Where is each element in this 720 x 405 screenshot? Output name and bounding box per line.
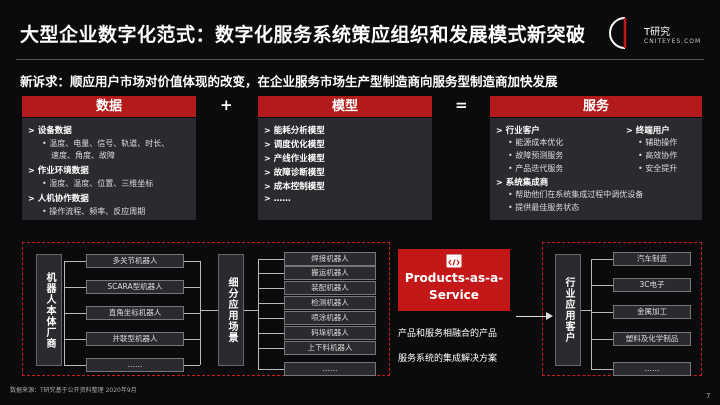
customer-item: 塑料及化学制品	[613, 332, 691, 346]
scenario-item: 上下料机器人	[284, 341, 376, 355]
scenario-item: 检测机器人	[284, 296, 376, 310]
paas-desc-1: 产品和服务相融合的产品	[398, 329, 498, 339]
scenario-item: 搬运机器人	[284, 266, 376, 280]
list-item: 速度、角度、故障	[51, 151, 115, 160]
robot-body-item: SCARA型机器人	[86, 280, 184, 294]
list-item: • 操作流程、频率、反应周期	[42, 207, 146, 216]
service-section-industry: >行业客户	[496, 126, 540, 136]
chevron-right-icon: >	[28, 126, 35, 135]
model-item: >能耗分析模型	[264, 126, 325, 136]
scenario-item: 喷涂机器人	[284, 311, 376, 325]
list-item: • 温度、电量、信号、轨道、时长、	[42, 139, 170, 148]
logo-sub: CNITEYES.COM	[644, 38, 702, 45]
list-item: • 能源成本优化	[508, 138, 564, 147]
scenario-item: 码垛机器人	[284, 326, 376, 340]
paas-line1: Products-as-a-	[404, 271, 504, 285]
list-item: • 湿度、温度、位置、三维坐标	[42, 179, 154, 188]
industry-customers-label: 行业应用客户	[555, 254, 581, 366]
model-item: >调度优化模型	[264, 140, 325, 150]
list-item: • 安全提升	[638, 164, 678, 173]
header-service: 服务	[490, 96, 702, 117]
list-item: • 产品迭代服务	[508, 164, 564, 173]
header-model: 模型	[258, 96, 432, 117]
list-item: • 帮助他们在系统集成过程中调优设备	[508, 190, 644, 199]
customer-item: 汽车制造	[613, 252, 691, 266]
robot-body-item: ……	[86, 358, 184, 372]
robot-body-item: 并联型机器人	[86, 332, 184, 346]
scenario-item: ……	[284, 362, 376, 376]
code-window-icon	[446, 254, 462, 268]
robot-body-label: 机器人本体厂商	[36, 254, 62, 366]
page-number: 7	[706, 392, 711, 400]
model-panel: >能耗分析模型 >调度优化模型 >产线作业模型 >故障诊断模型 >成本控制模型 …	[258, 118, 432, 220]
data-section-device: >设备数据	[28, 126, 72, 136]
logo-icon	[609, 17, 627, 49]
service-section-enduser: >终端用户	[626, 126, 670, 136]
data-section-hri: >人机协作数据	[28, 194, 89, 204]
scenario-item: 装配机器人	[284, 281, 376, 295]
chevron-right-icon: >	[28, 166, 35, 175]
customer-item: ……	[613, 362, 691, 376]
data-section-env: >作业环境数据	[28, 166, 89, 176]
model-item: >故障诊断模型	[264, 168, 325, 178]
logo-name: T研究	[644, 27, 671, 38]
scenario-item: 焊接机器人	[284, 252, 376, 266]
paas-desc-2: 服务系统的集成解决方案	[398, 354, 498, 364]
page-title: 大型企业数字化范式：数字化服务系统策应组织和发展模式新突破	[20, 24, 586, 46]
customer-item: 金属加工	[613, 305, 691, 319]
chevron-right-icon: >	[28, 194, 35, 203]
data-panel: >设备数据 • 温度、电量、信号、轨道、时长、 速度、角度、故障 >作业环境数据…	[22, 118, 196, 220]
list-item: • 故障预测服务	[508, 151, 564, 160]
list-item: • 提供最佳服务状态	[508, 203, 580, 212]
title-divider	[16, 59, 704, 60]
brand-logo: T研究 CNITEYES.COM	[608, 14, 708, 54]
model-item: >成本控制模型	[264, 182, 325, 192]
equals-sign: =	[455, 96, 468, 114]
header-data: 数据	[22, 96, 196, 117]
paas-badge: Products-as-a- Service	[398, 249, 510, 311]
service-panel: >行业客户 • 能源成本优化 • 故障预测服务 • 产品迭代服务 >终端用户 •…	[490, 118, 702, 220]
arrow-right-icon	[546, 312, 553, 320]
scenario-label: 细分应用场景	[218, 254, 244, 366]
customer-item: 3C电子	[613, 278, 691, 292]
plus-sign: +	[220, 96, 233, 114]
service-section-integrator: >系统集成商	[496, 178, 549, 188]
robot-chain-box	[22, 242, 390, 376]
subtitle: 新诉求：顺应用户市场对价值体现的改变，在企业服务市场生产型制造商向服务型制造商加…	[20, 74, 558, 89]
robot-body-item: 直角坐标机器人	[86, 306, 184, 320]
source-footnote: 数据来源：T研究基于公开资料整理 2020年9月	[10, 387, 137, 394]
model-item: >产线作业模型	[264, 154, 325, 164]
paas-line2: Service	[429, 288, 479, 302]
list-item: • 辅助操作	[638, 138, 678, 147]
list-item: • 高效协作	[638, 151, 678, 160]
model-item: >……	[264, 194, 291, 204]
robot-body-item: 多关节机器人	[86, 254, 184, 268]
